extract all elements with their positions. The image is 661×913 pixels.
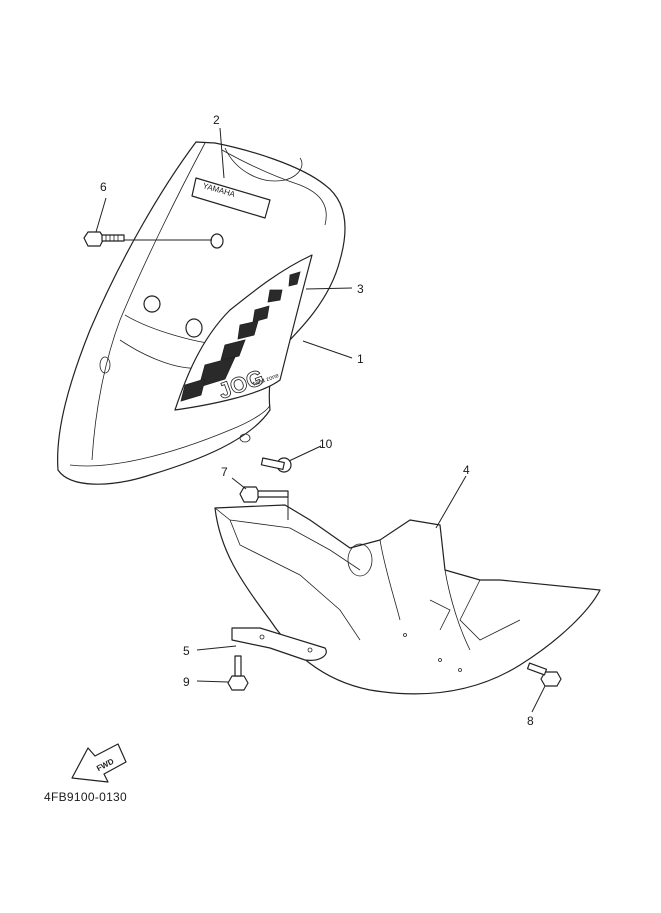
- diagram-code: 4FB9100-0130: [44, 790, 127, 804]
- screw-10: [260, 457, 292, 473]
- bracket-5: [231, 627, 327, 661]
- fwd-arrow: FWD: [71, 743, 127, 783]
- callout-3: 3: [357, 282, 364, 296]
- callout-1: 1: [357, 352, 364, 366]
- callout-10: 10: [319, 437, 333, 451]
- callout-5: 5: [183, 644, 190, 658]
- screw-8: [526, 662, 562, 687]
- callout-9: 9: [183, 675, 190, 689]
- leader-lines: [95, 127, 546, 713]
- callout-8: 8: [527, 714, 534, 728]
- screw-7: [239, 486, 289, 503]
- leg-shield: [214, 504, 601, 695]
- screw-6: [83, 231, 125, 247]
- front-cover: [57, 141, 346, 485]
- callout-7: 7: [221, 465, 228, 479]
- callout-2: 2: [213, 113, 220, 127]
- screw-9: [227, 655, 249, 691]
- callout-4: 4: [463, 463, 470, 477]
- callout-6: 6: [100, 180, 107, 194]
